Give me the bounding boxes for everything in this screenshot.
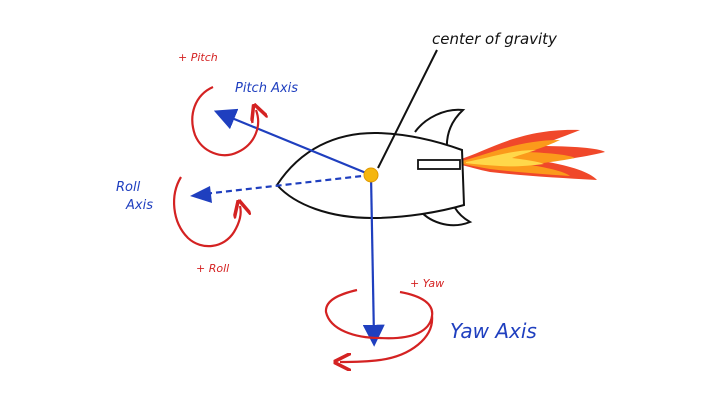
plus-yaw-label: + Yaw: [410, 277, 444, 290]
rocket-flame: [458, 129, 605, 180]
pitch-rotation-arrow: [191, 85, 258, 157]
plus-roll-label: + Roll: [196, 262, 229, 275]
yaw-rotation-arrow: [324, 288, 434, 340]
roll-rotation-arrow: [173, 176, 241, 248]
roll-axis-label-line2: Axis: [125, 198, 153, 213]
yaw-axis-label: Yaw Axis: [450, 319, 537, 343]
plus-pitch-label: + Pitch: [178, 51, 218, 64]
roll-axis-label-line1: Roll: [116, 180, 141, 195]
pitch-axis-label: Pitch Axis: [235, 81, 298, 96]
center-of-gravity-leader: [377, 49, 438, 169]
rocket-top-fin: [414, 108, 466, 151]
rocket: [275, 108, 605, 227]
roll-axis-arrowhead: [190, 186, 212, 203]
yaw-rotation-arrow-tail: [340, 315, 434, 362]
yaw-axis-arrow: [362, 174, 385, 347]
pitch-axis-arrow: [213, 108, 372, 177]
rocket-nozzle: [417, 159, 461, 170]
roll-axis-arrow: [203, 173, 372, 196]
center-of-gravity-dot: [363, 167, 379, 183]
center-of-gravity-label: center of gravity: [432, 30, 558, 48]
